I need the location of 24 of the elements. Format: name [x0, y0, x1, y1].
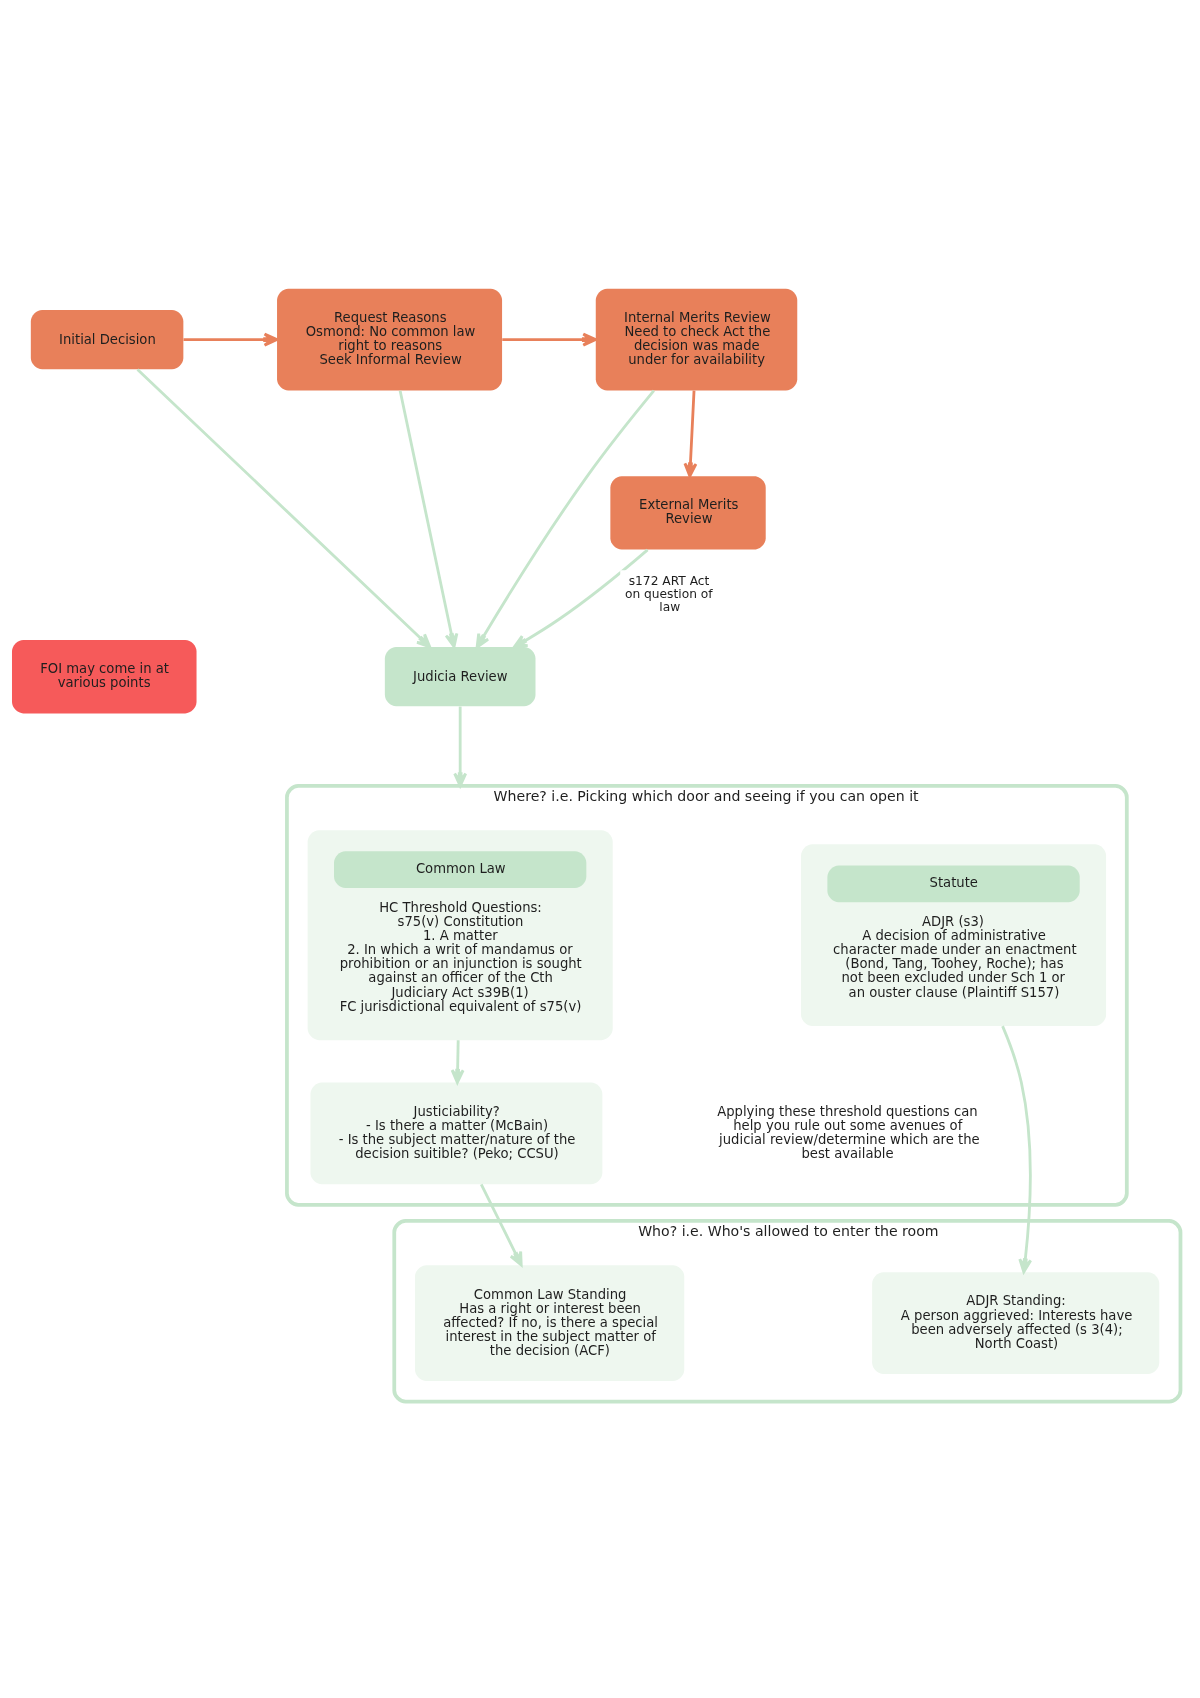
- arrow: [475, 389, 655, 649]
- node-box: Statute ADJR (s3) A decision of administrative character made under an enactment (Bond, Tang, Toohey, Roche); has not been excluded under Sch 1 or an ouster clause (Plaintiff S157): [801, 844, 1107, 1026]
- arrow: [450, 1040, 465, 1084]
- arrow: [453, 706, 468, 788]
- node-box: External Merits Review: [610, 476, 766, 550]
- arrow: [683, 390, 698, 478]
- node-box: FOI may come in at various points: [12, 639, 197, 714]
- node-box: ADJR Standing: A person aggrieved: Interests have been adversely affected (s 3(4); North Coast): [872, 1272, 1160, 1374]
- arrow: [512, 548, 649, 649]
- node-box: Initial Decision: [30, 309, 184, 370]
- node-box: Judicia Review: [384, 647, 536, 707]
- edge-label: s172 ART Act on question of law: [624, 573, 713, 615]
- arrow: [136, 368, 432, 649]
- arrow: [183, 332, 279, 347]
- node-box: Justiciability? - Is there a matter (McBain) - Is the subject matter/nature of the decision suitible? (Peko; CCSU): [310, 1082, 603, 1185]
- arrow: [1001, 1025, 1033, 1274]
- node-box: Common Law Standing Has a right or interest been affected? If no, is there a special interest in the subject matter of the decision (ACF): [415, 1265, 685, 1381]
- node-box: Common Law HC Threshold Questions: s75(v) Constitution 1. A matter 2. In which a writ of mandamus or prohibition or an injunction is sought against an officer of the Cth Judiciary Act s39B(1) FC jurisdictional equivalent of s75(v): [307, 830, 613, 1041]
- node-box: Internal Merits Review Need to check Act the decision was made under for availability: [595, 288, 798, 391]
- arrow: [398, 390, 459, 648]
- node-box: Request Reasons Osmond: No common law right to reasons Seek Informal Review: [277, 288, 503, 391]
- arrow: [480, 1183, 523, 1267]
- label: Applying these threshold questions can help you rule out some avenues of judicial review/determine which are the best available: [717, 1103, 980, 1162]
- arrow: [502, 332, 597, 347]
